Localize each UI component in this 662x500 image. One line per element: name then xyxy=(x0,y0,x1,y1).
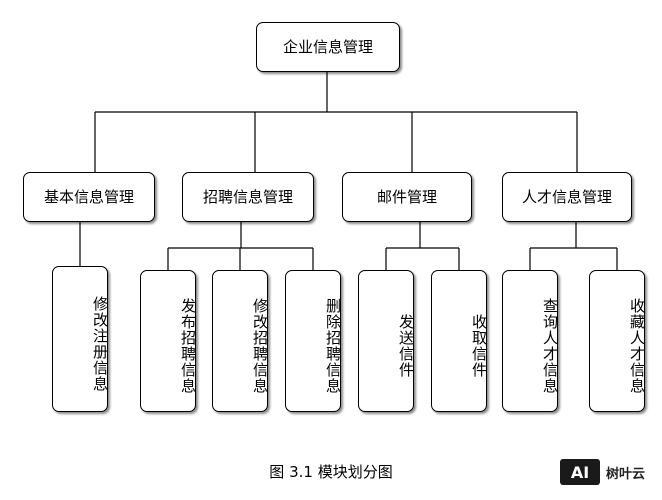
module-node-recruitment: 招聘信息管理 xyxy=(182,172,314,222)
module-node-mail: 邮件管理 xyxy=(342,172,472,222)
root-node: 企业信息管理 xyxy=(256,22,400,72)
watermark: AI 树叶云 xyxy=(560,455,660,489)
leaf-node-publish-recruitment: 发布招聘信息 xyxy=(140,270,197,412)
leaf-node-query-talent: 查询人才信息 xyxy=(502,270,559,412)
leaf-node-favorite-talent: 收藏人才信息 xyxy=(589,270,646,412)
module-node-talent: 人才信息管理 xyxy=(502,172,632,222)
watermark-text: 树叶云 xyxy=(606,466,646,482)
module-node-basic-info: 基本信息管理 xyxy=(23,172,155,222)
figure-caption: 图 3.1 模块划分图 xyxy=(269,463,393,481)
leaf-node-send-mail: 发送信件 xyxy=(358,270,415,412)
watermark-logo-icon: AI xyxy=(560,459,600,485)
leaf-node-receive-mail: 收取信件 xyxy=(431,270,488,412)
leaf-node-edit-registration: 修改注册信息 xyxy=(52,266,109,412)
leaf-node-delete-recruitment: 删除招聘信息 xyxy=(285,270,342,412)
leaf-node-edit-recruitment: 修改招聘信息 xyxy=(212,270,269,412)
